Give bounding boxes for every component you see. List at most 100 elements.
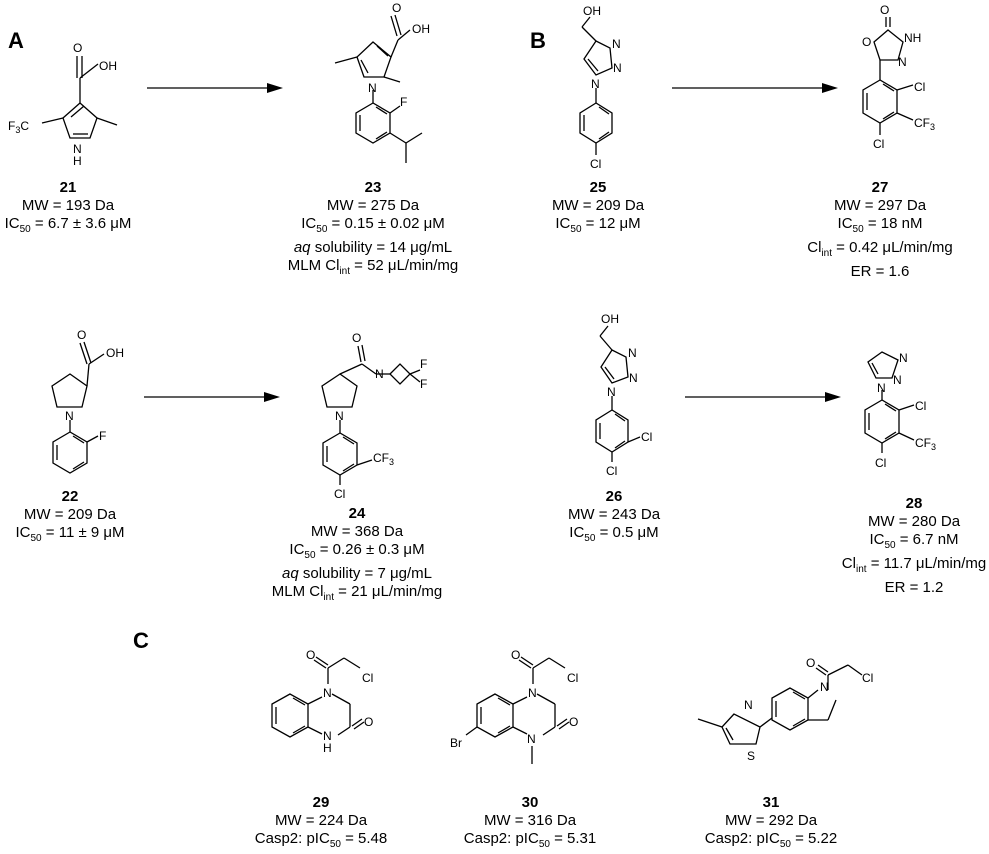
- reaction-arrow-21-23: [147, 83, 283, 93]
- atom-cl: Cl: [915, 399, 926, 413]
- ic50-value: IC50 = 12 μM: [555, 215, 641, 235]
- atom-cl: Cl: [334, 487, 345, 501]
- atom-o: O: [862, 35, 871, 49]
- ic50-value: IC50 = 0.15 ± 0.02 μM: [301, 215, 445, 235]
- atom-cl: Cl: [875, 456, 886, 470]
- molecular-weight: MW = 292 Da: [724, 812, 818, 829]
- atom-n: N: [65, 409, 74, 423]
- atom-o: O: [806, 656, 815, 670]
- atom-n: N: [375, 367, 384, 381]
- atom-n: N: [323, 686, 332, 700]
- compound-number: 28: [905, 495, 923, 512]
- atom-o: O: [569, 715, 578, 729]
- compound-number: 26: [605, 488, 623, 505]
- compound-number: 23: [364, 179, 382, 196]
- atom-oh: OH: [99, 59, 117, 73]
- atom-f: F: [420, 357, 427, 371]
- reaction-arrow-25-27: [672, 83, 838, 93]
- reaction-arrow-22-24: [144, 392, 280, 402]
- atom-n: N: [368, 81, 377, 95]
- atom-br: Br: [450, 736, 462, 750]
- mlm-clint: MLM Clint = 52 μL/min/mg: [287, 257, 459, 277]
- caption-24: 24 MW = 368 Da IC50 = 0.26 ± 0.3 μM aq s…: [272, 505, 443, 607]
- atom-n: N: [607, 385, 616, 399]
- molecular-weight: MW = 193 Da: [21, 197, 115, 214]
- atom-s: S: [747, 749, 755, 763]
- aq-solubility: aq solubility = 14 μg/mL: [293, 239, 453, 256]
- mlm-clint: MLM Clint = 21 μL/min/mg: [271, 583, 443, 603]
- molecular-weight: MW = 368 Da: [310, 523, 404, 540]
- caption-22: 22 MW = 209 Da IC50 = 11 ± 9 μM: [15, 488, 124, 548]
- molecular-weight: MW = 224 Da: [274, 812, 368, 829]
- caption-23: 23 MW = 275 Da IC50 = 0.15 ± 0.02 μM aq …: [288, 179, 459, 281]
- atom-cl: Cl: [606, 464, 617, 478]
- atom-oh: OH: [583, 4, 601, 18]
- atom-o: O: [77, 328, 86, 342]
- compound-number: 21: [59, 179, 77, 196]
- atom-n: N: [898, 55, 907, 69]
- ic50-value: IC50 = 6.7 ± 3.6 μM: [4, 215, 132, 235]
- atom-oh: OH: [106, 346, 124, 360]
- molecular-weight: MW = 280 Da: [867, 513, 961, 530]
- compound-number: 31: [762, 794, 780, 811]
- compound-number: 24: [348, 505, 366, 522]
- atom-f3c: F3C: [8, 119, 29, 135]
- reaction-arrow-26-28: [685, 392, 841, 402]
- panel-label-a: A: [8, 28, 24, 53]
- atom-cl: Cl: [567, 671, 578, 685]
- compound-number: 30: [521, 794, 539, 811]
- ic50-value: IC50 = 11 ± 9 μM: [15, 524, 125, 544]
- atom-cl: Cl: [641, 430, 652, 444]
- atom-n: N: [893, 373, 902, 387]
- atom-cf3: CF3: [373, 451, 394, 467]
- atom-cf3: CF3: [915, 436, 936, 452]
- atom-f: F: [400, 95, 407, 109]
- caption-25: 25 MW = 209 Da IC50 = 12 μM: [552, 179, 644, 239]
- atom-n: N: [613, 61, 622, 75]
- atom-n: N: [877, 381, 886, 395]
- compound-number: 22: [61, 488, 79, 505]
- aq-solubility: aq solubility = 7 μg/mL: [282, 565, 432, 582]
- caption-31: 31 MW = 292 Da Casp2: pIC50 = 5.22: [705, 794, 837, 854]
- atom-n: N: [629, 371, 638, 385]
- atom-cl: Cl: [873, 137, 884, 151]
- caption-29: 29 MW = 224 Da Casp2: pIC50 = 5.48: [255, 794, 387, 854]
- atom-o: O: [392, 1, 401, 15]
- atom-n: N: [628, 346, 637, 360]
- panel-label-c: C: [133, 628, 149, 653]
- atom-h: H: [73, 154, 82, 168]
- caption-27: 27 MW = 297 Da IC50 = 18 nM Clint = 0.42…: [807, 179, 953, 281]
- er-value: ER = 1.6: [850, 263, 910, 280]
- compound-number: 29: [312, 794, 330, 811]
- atom-o: O: [73, 41, 82, 55]
- ic50-value: IC50 = 18 nM: [837, 215, 923, 235]
- atom-cf3: CF3: [914, 116, 935, 132]
- molecular-weight: MW = 275 Da: [326, 197, 420, 214]
- atom-n: N: [820, 680, 829, 694]
- atom-f: F: [420, 377, 427, 391]
- atom-cl: Cl: [914, 80, 925, 94]
- clint-value: Clint = 0.42 μL/min/mg: [807, 239, 953, 259]
- ic50-value: IC50 = 6.7 nM: [869, 531, 959, 551]
- caption-26: 26 MW = 243 Da IC50 = 0.5 μM: [568, 488, 660, 548]
- atom-f: F: [99, 429, 106, 443]
- caption-28: 28 MW = 280 Da IC50 = 6.7 nM Clint = 11.…: [842, 495, 986, 597]
- atom-oh: OH: [412, 22, 430, 36]
- atom-n: N: [323, 729, 332, 743]
- er-value: ER = 1.2: [884, 579, 944, 596]
- atom-cl: Cl: [862, 671, 873, 685]
- atom-n: N: [528, 686, 537, 700]
- casp2-value: Casp2: pIC50 = 5.22: [704, 830, 838, 850]
- compound-number: 27: [871, 179, 889, 196]
- molecular-weight: MW = 209 Da: [23, 506, 117, 523]
